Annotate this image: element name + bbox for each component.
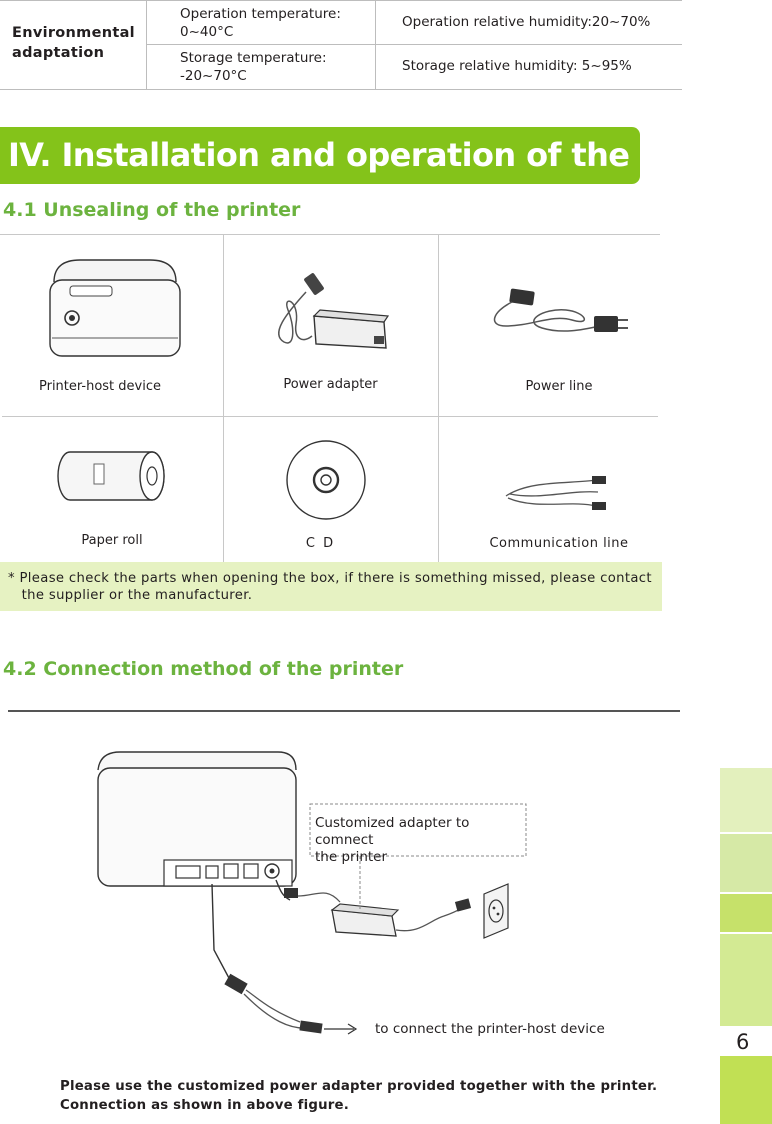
side-tab — [720, 894, 772, 932]
section-title: IV. Installation and operation of the pr… — [8, 136, 762, 174]
adapter-callout: Customized adapter to comnect the printe… — [315, 815, 470, 865]
power-cord-icon — [493, 288, 628, 332]
part-label-printer: Printer-host device — [38, 379, 161, 394]
part-label-paper-roll: Paper roll — [81, 533, 143, 548]
side-tab — [720, 834, 772, 892]
parts-grid: Printer-host device Power adapter Power … — [0, 234, 660, 562]
part-label-cd: C D — [305, 536, 336, 551]
part-label-power-adapter: Power adapter — [283, 377, 378, 392]
host-device-label: to connect the printer-host device — [375, 1021, 605, 1037]
part-label-power-line: Power line — [525, 379, 593, 394]
bottom-note: Please use the customized power adapter … — [60, 1079, 658, 1113]
power-adapter-icon — [278, 273, 390, 349]
connection-heading: 4.2 Connection method of the printer — [3, 658, 404, 680]
unsealing-heading: 4.1 Unsealing of the printer — [3, 199, 301, 221]
side-tab — [720, 768, 772, 832]
note-box: * Please check the parts when opening th… — [0, 562, 662, 611]
side-tab — [720, 934, 772, 1026]
spec-label: Environmental adaptation — [12, 25, 135, 61]
paper-roll-icon — [57, 451, 165, 501]
section-divider — [8, 710, 680, 712]
note-text: * Please check the parts when opening th… — [8, 571, 652, 603]
section-banner: IV. Installation and operation of the pr… — [0, 127, 762, 184]
connection-diagram — [97, 751, 527, 1035]
spec-table: Environmental adaptation Operation tempe… — [0, 0, 682, 90]
usb-cable-icon — [505, 476, 606, 510]
printer-icon — [49, 259, 181, 357]
part-label-communication-line: Communication line — [489, 536, 629, 551]
page-number: 6 — [736, 1030, 750, 1054]
operation-humidity: Operation relative humidity:20~70% — [402, 14, 651, 30]
side-tab — [720, 1056, 772, 1124]
storage-temperature: Storage temperature: -20~70°C — [180, 50, 327, 84]
operation-temperature: Operation temperature: 0~40°C — [180, 6, 341, 40]
cd-icon — [286, 440, 366, 520]
storage-humidity: Storage relative humidity: 5~95% — [402, 58, 632, 74]
